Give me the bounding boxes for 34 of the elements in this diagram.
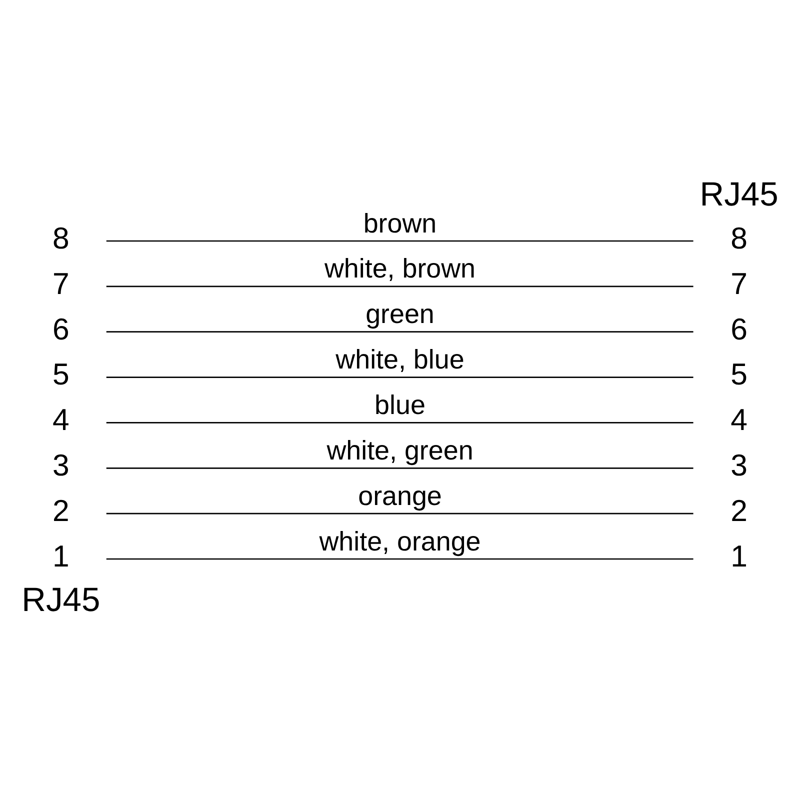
node-text: 7 (730, 268, 748, 301)
edge-label: orange (358, 480, 442, 511)
edge-label: brown (363, 208, 437, 238)
connector (106, 240, 694, 242)
connector (106, 467, 694, 469)
edge-label: white, green (326, 435, 474, 466)
node-text: 7 (52, 268, 70, 301)
edge-label: white, blue (336, 344, 464, 375)
node-text: 1 (52, 540, 70, 574)
node-text: 8 (730, 222, 748, 256)
edge-label: white, brown (324, 254, 476, 284)
connector (106, 331, 694, 333)
connector (106, 512, 694, 514)
node-text: 2 (52, 494, 70, 528)
node-text: 1 (730, 540, 748, 574)
connector (106, 286, 694, 288)
node-text: 5 (52, 358, 70, 392)
node-text: 3 (730, 450, 748, 483)
label: RJ45 (22, 582, 100, 620)
node-text: 2 (730, 494, 748, 528)
node-text: 3 (52, 450, 70, 483)
connector (106, 422, 694, 424)
node-text: 6 (52, 313, 70, 346)
node-text: 6 (730, 313, 748, 346)
connector (106, 558, 694, 560)
node-text: 4 (52, 404, 70, 438)
connector (106, 376, 694, 378)
edge-label: white, orange (319, 526, 481, 556)
node-text: 4 (730, 404, 748, 438)
node-text: 5 (730, 358, 748, 392)
label: RJ45 (700, 176, 778, 214)
node-text: 8 (52, 222, 70, 256)
edge-label: green (366, 299, 434, 330)
edge-label: blue (374, 390, 426, 420)
